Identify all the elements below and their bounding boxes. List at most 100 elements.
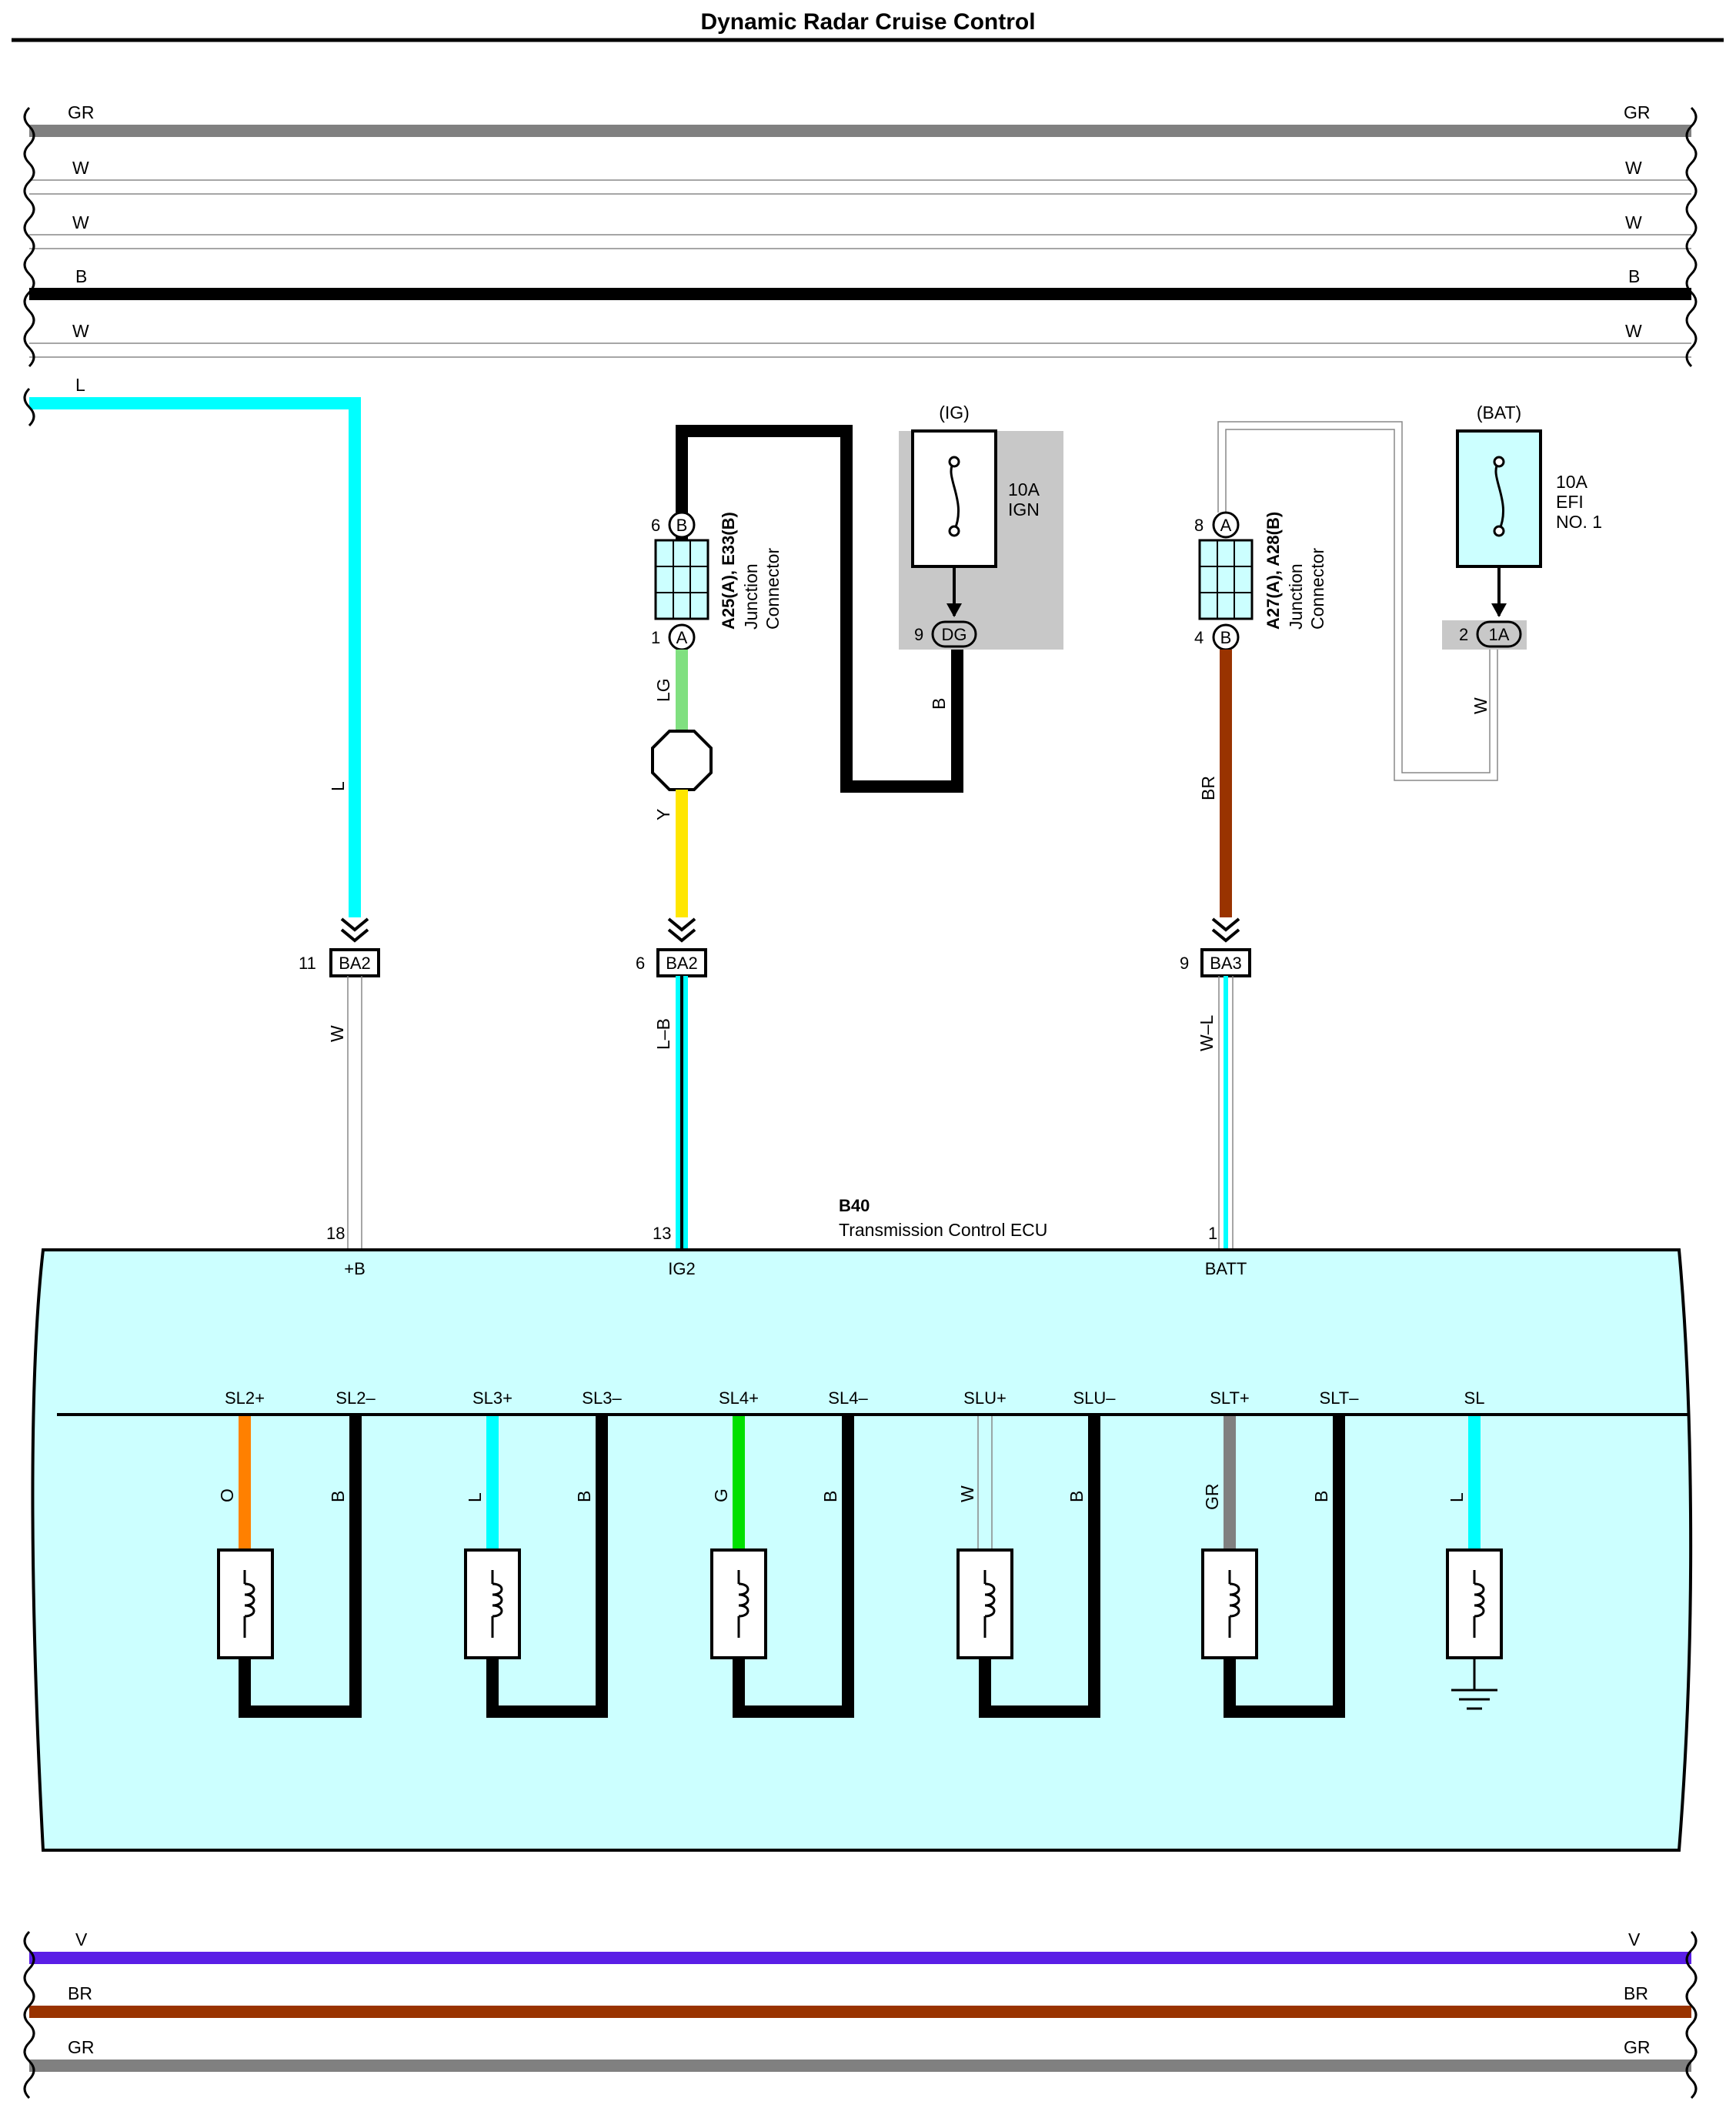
ecu-transmission-control: B40 Transmission Control ECU 18 +B 13 IG… — [31, 1196, 1693, 1852]
svg-text:Connector: Connector — [1307, 548, 1327, 630]
solenoid-sl2: SL2+ SL2– O B — [217, 1388, 376, 1718]
svg-text:DG: DG — [942, 625, 967, 644]
svg-text:B: B — [1220, 628, 1232, 647]
svg-text:SL4–: SL4– — [828, 1388, 868, 1408]
svg-text:A: A — [1220, 516, 1232, 535]
svg-text:A25(A), E33(B): A25(A), E33(B) — [719, 512, 738, 630]
branch-wire-l: L L — [23, 375, 369, 943]
svg-text:L–B: L–B — [653, 1018, 673, 1050]
wire-w-to-ecu: W — [327, 976, 362, 1250]
wire-br: BR — [1198, 650, 1240, 943]
svg-text:SL3–: SL3– — [582, 1388, 622, 1408]
svg-text:L: L — [1447, 1492, 1467, 1502]
svg-text:B: B — [75, 266, 87, 286]
svg-text:V: V — [75, 1929, 88, 1949]
bottom-wire-bus: V V BR BR GR GR — [23, 1929, 1698, 2100]
svg-text:BA3: BA3 — [1210, 954, 1242, 973]
connector-ba3-9: BA3 9 — [1180, 948, 1251, 977]
svg-text:Junction: Junction — [1286, 563, 1306, 630]
svg-text:13: 13 — [653, 1224, 671, 1243]
wire-lg-y: LG Y — [651, 650, 713, 943]
svg-text:GR: GR — [68, 2037, 95, 2057]
svg-text:B: B — [1311, 1491, 1331, 1502]
svg-text:B: B — [328, 1491, 348, 1502]
top-wire-w-3: W W — [29, 321, 1691, 358]
svg-text:L: L — [328, 781, 348, 791]
svg-text:Transmission Control ECU: Transmission Control ECU — [839, 1220, 1047, 1240]
svg-text:B: B — [676, 516, 688, 535]
wire-break-right — [1685, 106, 1698, 368]
bottom-wire-gr: GR GR — [29, 2037, 1691, 2072]
svg-text:1A: 1A — [1489, 625, 1510, 644]
svg-text:Y: Y — [653, 809, 673, 820]
svg-text:GR: GR — [68, 102, 95, 122]
wire-break-left — [23, 106, 35, 368]
svg-text:SL2–: SL2– — [336, 1388, 376, 1408]
top-wire-w-2: W W — [29, 212, 1691, 249]
svg-text:LG: LG — [653, 678, 673, 702]
top-wire-b: B B — [29, 266, 1691, 300]
svg-text:18: 18 — [326, 1224, 345, 1243]
bottom-wire-v: V V — [29, 1929, 1691, 1964]
top-wire-w-1: W W — [29, 158, 1691, 195]
connector-ba2-11: BA2 11 — [299, 948, 380, 977]
page-title: Dynamic Radar Cruise Control — [700, 9, 1035, 35]
svg-text:W: W — [72, 158, 89, 178]
svg-text:4: 4 — [1194, 628, 1204, 647]
svg-text:SLU–: SLU– — [1073, 1388, 1116, 1408]
svg-text:B: B — [820, 1491, 840, 1502]
svg-text:SLT–: SLT– — [1320, 1388, 1360, 1408]
svg-text:Junction: Junction — [741, 563, 761, 630]
svg-text:(IG): (IG) — [939, 403, 970, 423]
svg-text:W: W — [1625, 321, 1642, 341]
svg-text:1: 1 — [651, 628, 660, 647]
svg-text:BATT: BATT — [1205, 1259, 1247, 1278]
svg-text:W–L: W–L — [1197, 1015, 1217, 1052]
svg-text:6: 6 — [651, 516, 660, 535]
svg-text:B: B — [1628, 266, 1640, 286]
svg-text:BR: BR — [1624, 1983, 1648, 2003]
svg-text:1: 1 — [1208, 1224, 1217, 1243]
junction-connector-a27-a28: A 8 B 4 A27(A), A28(B) Junction Connecto… — [1194, 421, 1498, 781]
top-wire-bus: GR GR W W W W B B W W — [23, 102, 1698, 368]
svg-text:O: O — [217, 1488, 237, 1502]
ecu-pin-ig2: 13 IG2 — [653, 1224, 696, 1278]
bottom-break-right — [1685, 1930, 1698, 2100]
svg-text:9: 9 — [1180, 954, 1189, 973]
svg-text:G: G — [711, 1488, 731, 1502]
solenoid-sl: SL L — [1446, 1388, 1503, 1710]
svg-text:GR: GR — [1624, 102, 1651, 122]
svg-text:SL2+: SL2+ — [225, 1388, 265, 1408]
svg-text:6: 6 — [636, 954, 645, 973]
solenoid-sl4: SL4+ SL4– G B — [710, 1388, 868, 1718]
svg-text:W: W — [1625, 158, 1642, 178]
solenoid-slu: SLU+ SLU– W B — [956, 1388, 1116, 1718]
svg-text:(BAT): (BAT) — [1477, 403, 1521, 423]
svg-text:GR: GR — [1624, 2037, 1651, 2057]
svg-text:B: B — [574, 1491, 594, 1502]
svg-text:B: B — [1067, 1491, 1087, 1502]
wire-lb-to-ecu: L–B — [653, 976, 688, 1250]
wire-wl-to-ecu: W–L — [1197, 976, 1234, 1250]
svg-text:SL3+: SL3+ — [472, 1388, 512, 1408]
ecu-pin-b-plus: 18 +B — [326, 1224, 366, 1278]
svg-text:Connector: Connector — [763, 548, 783, 630]
svg-text:IGN: IGN — [1008, 499, 1040, 519]
svg-text:W: W — [1625, 212, 1642, 232]
svg-text:8: 8 — [1194, 516, 1204, 535]
svg-text:NO. 1: NO. 1 — [1556, 512, 1602, 532]
svg-text:W: W — [957, 1485, 977, 1502]
junction-connector-a25-e33: B 6 A 1 A25(A), E33(B) Junction Connecto… — [651, 425, 963, 793]
svg-text:BR: BR — [68, 1983, 92, 2003]
svg-text:W: W — [327, 1025, 347, 1042]
svg-text:L: L — [465, 1492, 485, 1502]
fuse-ign: (IG) 10A IGN DG 9 B — [899, 403, 1063, 710]
svg-text:10A: 10A — [1008, 479, 1040, 499]
svg-text:A27(A), A28(B): A27(A), A28(B) — [1264, 512, 1283, 630]
solenoid-sl3: SL3+ SL3– L B — [464, 1388, 622, 1718]
ecu-pin-batt: 1 BATT — [1205, 1224, 1247, 1278]
svg-text:SL: SL — [1464, 1388, 1485, 1408]
svg-text:V: V — [1628, 1929, 1641, 1949]
bottom-wire-br: BR BR — [29, 1983, 1691, 2018]
